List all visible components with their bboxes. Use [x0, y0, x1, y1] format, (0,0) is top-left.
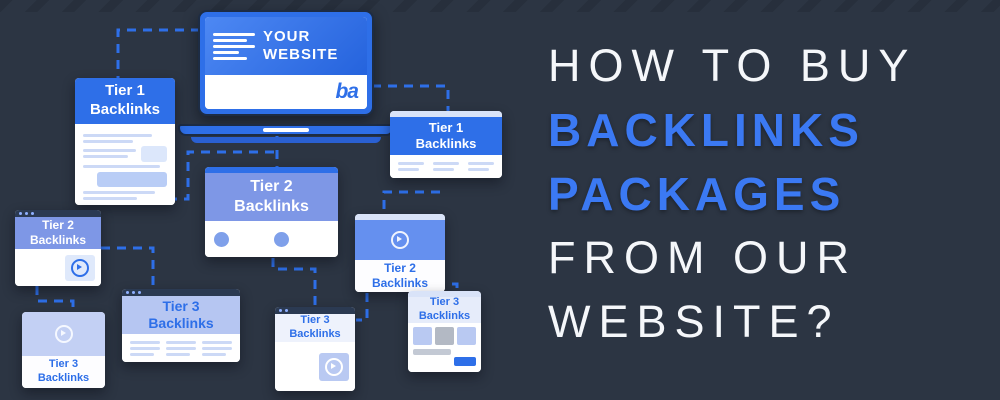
browser-dot-icon [138, 291, 141, 294]
browser-bar [275, 307, 355, 314]
play-icon [325, 357, 343, 376]
browser-bar [15, 210, 101, 217]
skeleton-content [15, 249, 101, 286]
card-title-line: Backlinks [29, 233, 87, 247]
card-title: Tier 2 Backlinks [15, 217, 101, 249]
website-content-placeholder: ba [205, 75, 367, 109]
card-title: Tier 2 Backlinks [205, 173, 338, 221]
browser-dot-icon [279, 309, 282, 312]
card-title-line: Tier 1 [428, 119, 464, 135]
headline-line-1: HOW TO BUY [548, 40, 917, 91]
website-title: YOUR WEBSITE [263, 28, 338, 64]
card-title-line: Tier 3 [48, 358, 79, 371]
browser-dot-icon [31, 212, 34, 215]
skeleton-content [122, 334, 240, 362]
browser-bar [122, 289, 240, 296]
card-tier3-center: Tier 3 Backlinks [122, 289, 240, 362]
card-tier2-center: Tier 2 Backlinks [205, 167, 338, 257]
card-title: Tier 1 Backlinks [75, 78, 175, 124]
card-title-line: Backlinks [234, 198, 309, 215]
text-lines-icon [213, 32, 255, 60]
website-header: YOUR WEBSITE [205, 17, 367, 75]
card-title-line: Backlinks [289, 328, 341, 340]
card-tier1-left: Tier 1 Backlinks [75, 78, 175, 205]
website-title-line2: WEBSITE [263, 46, 339, 63]
card-tier3-bottom: Tier 3 Backlinks [275, 307, 355, 391]
hatch-pattern [0, 0, 1000, 12]
card-tier2-right: Tier 2 Backlinks [355, 214, 445, 292]
card-tier2-left: Tier 2 Backlinks [15, 210, 101, 286]
card-title-line: Backlinks [148, 315, 214, 331]
browser-dot-icon [126, 291, 129, 294]
card-tier3-left: Tier 3 Backlinks [22, 312, 105, 388]
browser-bar [408, 291, 481, 297]
laptop-base [178, 124, 394, 136]
card-title: Tier 3 Backlinks [122, 296, 240, 334]
card-title-line: Tier 2 [250, 178, 293, 195]
video-thumbnail [319, 352, 349, 381]
card-title-line: Tier 3 [429, 296, 460, 309]
card-title-line: Tier 3 [300, 314, 330, 327]
browser-dot-icon [25, 212, 28, 215]
headline-line-3: PACKAGES [548, 168, 846, 220]
skeleton-content [275, 342, 355, 391]
browser-dot-icon [285, 309, 288, 312]
card-title-line: Backlinks [371, 276, 429, 290]
browser-bar [355, 214, 445, 220]
card-tier1-right: Tier 1 Backlinks [390, 111, 502, 178]
card-title: Tier 3 Backlinks [408, 296, 481, 323]
card-title: Tier 3 Backlinks [22, 356, 105, 388]
card-title-line: Backlinks [415, 136, 477, 151]
play-icon [71, 258, 89, 277]
card-title-line: Tier 1 [105, 82, 145, 100]
headline-line-2: BACKLINKS [548, 104, 864, 156]
card-tier3-right: Tier 3 Backlinks [408, 291, 481, 372]
ba-logo: ba [335, 80, 358, 103]
card-title-line: Tier 2 [42, 218, 74, 232]
play-icon [391, 231, 409, 249]
headline: HOW TO BUY BACKLINKS PACKAGES FROM OUR W… [548, 34, 916, 354]
headline-line-4: FROM OUR [548, 232, 857, 283]
website-title-line1: YOUR [263, 28, 311, 45]
laptop-illustration: YOUR WEBSITE ba [178, 10, 394, 143]
card-title-line: Backlinks [89, 101, 161, 118]
browser-dot-icon [132, 291, 135, 294]
video-thumbnail [22, 312, 105, 356]
skeleton-content [205, 221, 338, 257]
headline-line-5: WEBSITE? [548, 296, 840, 347]
card-title-line: Backlinks [418, 310, 471, 322]
card-title-line: Tier 3 [162, 297, 200, 314]
laptop-screen: YOUR WEBSITE ba [198, 10, 374, 116]
laptop-base-shadow [191, 137, 381, 143]
browser-bar [390, 111, 502, 117]
skeleton-content [408, 323, 481, 372]
card-title-line: Tier 2 [384, 261, 416, 275]
card-title: Tier 3 Backlinks [275, 314, 355, 342]
card-title-line: Backlinks [37, 372, 90, 384]
browser-dot-icon [19, 212, 22, 215]
video-thumbnail [355, 220, 445, 260]
browser-bar [205, 167, 338, 173]
card-title: Tier 1 Backlinks [390, 117, 502, 155]
button-placeholder [454, 357, 476, 366]
card-title: Tier 2 Backlinks [355, 260, 445, 292]
skeleton-content [75, 124, 175, 205]
skeleton-content [390, 155, 502, 178]
play-icon [54, 325, 73, 343]
video-thumbnail [65, 254, 95, 281]
